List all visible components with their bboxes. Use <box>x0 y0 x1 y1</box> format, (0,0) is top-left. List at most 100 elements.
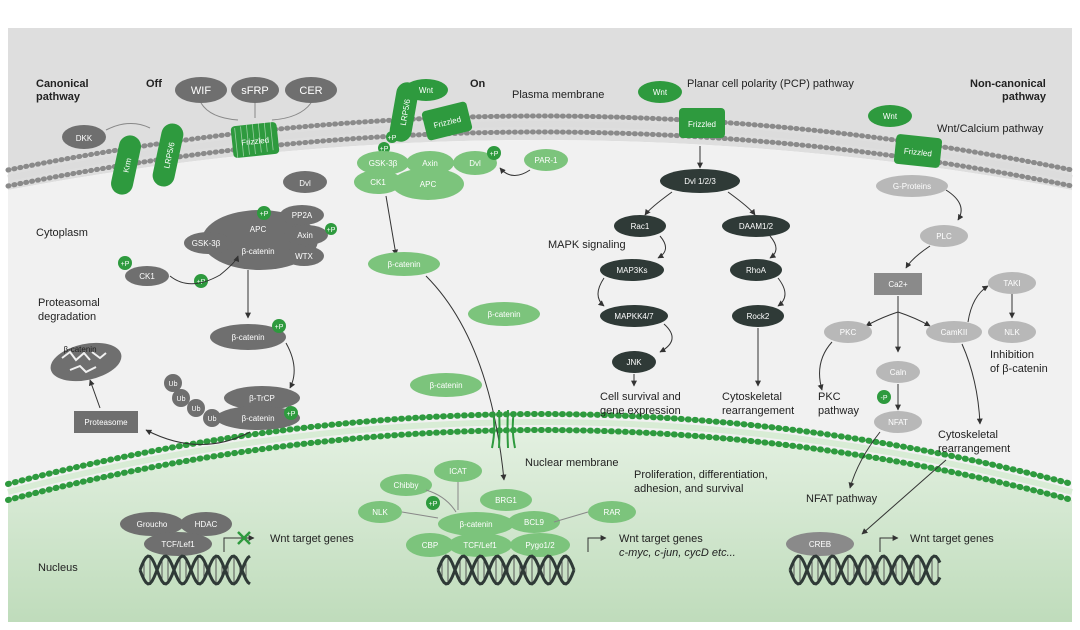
dvl-off-node <box>283 171 327 193</box>
frizzled-pcp-receptor: Frizzled <box>679 108 725 138</box>
gproteins-node <box>876 175 948 197</box>
hdac-label: HDAC <box>195 520 218 529</box>
rhoa-label: RhoA <box>746 266 767 275</box>
daam-label: DAAM1/2 <box>739 222 774 231</box>
frizzled-ca-receptor: Frizzled <box>893 134 943 168</box>
wif-label: WIF <box>191 85 211 97</box>
phos-badge <box>378 142 390 154</box>
wnt-on-label: Wnt <box>419 86 434 95</box>
creb-label: CREB <box>809 540 831 549</box>
frizzled-ca-label: Frizzled <box>903 147 932 159</box>
dvl123-node <box>660 169 740 193</box>
bcat-cyt3-label: β-catenin <box>429 381 462 390</box>
on-label: On <box>470 78 486 90</box>
wnt-ca-node <box>868 105 912 127</box>
frizzled-on-receptor: Frizzled <box>421 101 473 141</box>
cell-survival-label: Cell survival and <box>600 391 681 403</box>
mapkk-node <box>600 305 668 327</box>
proteasome-box <box>74 411 138 433</box>
dna-helix <box>436 554 576 586</box>
sfrp-node <box>231 77 279 103</box>
mapkk-label: MAPKK4/7 <box>614 312 654 321</box>
wnt-pcp-label: Wnt <box>653 88 668 97</box>
wif-node <box>175 77 227 103</box>
frizzled-off-label: Frizzled <box>241 136 270 148</box>
taki-label: TAKI <box>1003 279 1020 288</box>
noncanonical-pathway-label-2: pathway <box>1002 91 1047 103</box>
bcat-ub-label: β-catenin <box>241 414 274 423</box>
bcat-p-node <box>210 324 286 350</box>
phos-badge <box>118 256 132 270</box>
dkk-label: DKK <box>76 134 93 143</box>
phos-badge <box>386 131 398 143</box>
bcat-cyt3-node <box>410 373 482 397</box>
icat-label: ICAT <box>449 467 467 476</box>
tcf-off-label: TCF/Lef1 <box>161 540 195 549</box>
tcf-nuc-label: TCF/Lef1 <box>463 541 497 550</box>
phos-badge <box>487 146 501 160</box>
minus-p-label: -P <box>881 395 888 402</box>
wnt-calcium-label: Wnt/Calcium pathway <box>937 123 1044 135</box>
axin-on-label: Axin <box>422 159 438 168</box>
proliferation-label-2: adhesion, and survival <box>634 483 743 495</box>
sfrp-label: sFRP <box>241 85 269 97</box>
phos-label: +P <box>287 411 296 418</box>
inhibition-label: Inhibition <box>990 349 1034 361</box>
phos-label: +P <box>260 211 269 218</box>
bcat-complex-label: β-catenin <box>241 247 274 256</box>
nfat-pathway-label: NFAT pathway <box>806 493 878 505</box>
bcat-cyt2-node <box>468 302 540 326</box>
nfat-label: NFAT <box>888 418 908 427</box>
wnt-on-node <box>404 79 448 101</box>
rac1-node <box>614 215 666 237</box>
apc-off-label: APC <box>250 225 267 234</box>
blocked-x-icon <box>237 531 251 545</box>
ca2-box <box>874 273 922 295</box>
rock2-node <box>732 305 784 327</box>
pygo-label: Pygo1/2 <box>525 541 555 550</box>
pkc-node <box>824 321 872 343</box>
ub-label: Ub <box>192 406 201 413</box>
ubiquitin <box>203 409 221 427</box>
inactive-complex: GSK-3β Axin Dvl CK1 APC <box>354 151 497 200</box>
degraded-bcatenin: β-catenin <box>50 342 122 382</box>
dna-helices <box>138 554 942 586</box>
pkc-pathway-label: PKC <box>818 391 841 403</box>
ck1-off-node <box>125 266 169 286</box>
mapk-signaling-label: MAPK signaling <box>548 239 626 251</box>
inhibition-label-2: of β-catenin <box>990 363 1048 375</box>
proteasomal-degradation-label-2: degradation <box>38 311 96 323</box>
phos-label: +P <box>429 501 438 508</box>
groucho-label: Groucho <box>137 520 168 529</box>
axin-off-label: Axin <box>297 231 313 240</box>
ck1-on-label: CK1 <box>370 178 386 187</box>
caln-node <box>876 361 920 383</box>
dna-helix <box>788 554 942 586</box>
rock2-label: Rock2 <box>747 312 770 321</box>
gproteins-label: G-Proteins <box>893 182 931 191</box>
wnt-target-genes-on: Wnt target genes <box>619 533 703 545</box>
bcat-p-label: β-catenin <box>231 333 264 342</box>
repressor-complex: Groucho HDAC TCF/Lef1 <box>120 512 232 556</box>
bcat-cyt1-label: β-catenin <box>387 260 420 269</box>
plc-label: PLC <box>936 232 952 241</box>
noncanonical-pathway-label: Non-canonical <box>970 78 1046 90</box>
ubiquitin <box>187 399 205 417</box>
bcat-nuc-label: β-catenin <box>459 520 492 529</box>
plc-node <box>920 225 968 247</box>
lrp-off-receptor: LRP5/6 <box>152 123 184 187</box>
krm-receptor: Krm <box>111 135 141 195</box>
frizzled-off-receptor: Frizzled <box>230 120 280 158</box>
cytoplasm-label: Cytoplasm <box>36 227 88 239</box>
bcat-degraded-label: β-catenin <box>63 345 96 354</box>
phos-badge <box>194 274 208 288</box>
phos-label: +P <box>121 261 130 268</box>
nuclear-membrane-label: Nuclear membrane <box>525 457 619 469</box>
nlk-cyt-label: NLK <box>1004 328 1020 337</box>
phos-label: +P <box>380 146 389 153</box>
phos-label: +P <box>490 151 499 158</box>
ck1-off-label: CK1 <box>139 272 155 281</box>
dephos-badge <box>877 390 891 404</box>
